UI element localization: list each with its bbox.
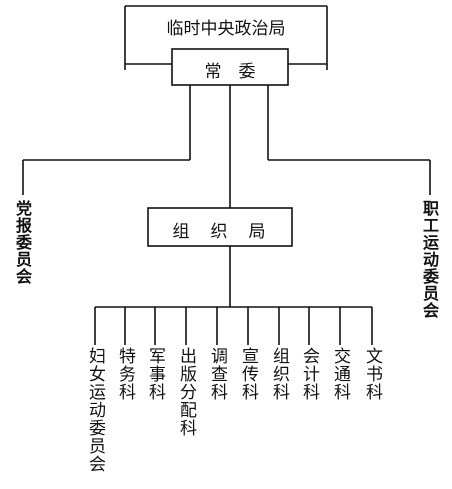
organization-bureau-box [147, 207, 293, 247]
dept-secretarial: 文书科 [362, 347, 382, 401]
dept-propaganda: 宣传科 [238, 347, 258, 401]
dept-accounting: 会计科 [299, 347, 319, 401]
standing-committee-label: 常 委 [204, 62, 256, 82]
dept-investigation: 调查科 [207, 347, 227, 401]
dept-organization: 组织科 [269, 347, 289, 401]
dept-communications: 交通科 [330, 347, 350, 401]
party-newspaper-committee: 党报委员会 [13, 200, 32, 285]
dept-special-affairs: 特务科 [115, 347, 135, 401]
organization-bureau-label: 组 织 局 [172, 222, 268, 242]
dept-publication-distribution: 出版分配科 [176, 347, 196, 437]
dept-military: 军事科 [145, 347, 165, 401]
dept-women-movement-committee: 妇女运动委员会 [85, 347, 105, 473]
politburo-label: 临时中央政治局 [166, 19, 286, 39]
labor-movement-committee: 职工运动委员会 [420, 200, 439, 319]
